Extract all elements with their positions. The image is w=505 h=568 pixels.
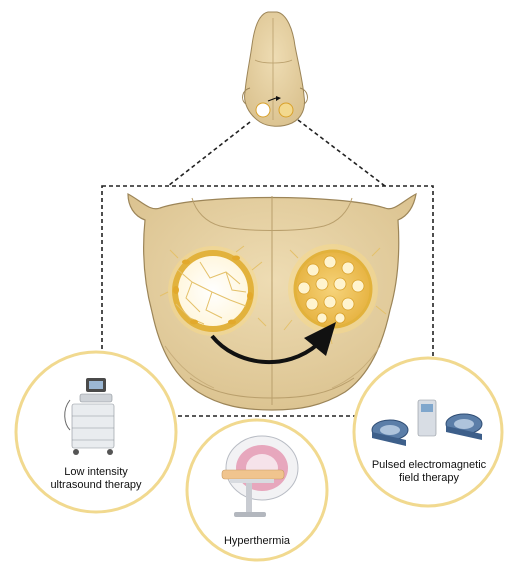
hyperthermia-label: Hyperthermia [197, 535, 317, 548]
ultrasound-label-line1: Low intensity [28, 466, 164, 479]
ultrasound-therapy-label: Low intensity ultrasound therapy [28, 466, 164, 492]
small-skull-icon [243, 12, 308, 126]
zoom-projection-lines [168, 120, 385, 186]
ultrasound-label-line2: ultrasound therapy [28, 479, 164, 492]
pemf-therapy-label: Pulsed electromagnetic field therapy [354, 459, 504, 485]
pemf-label-line2: field therapy [354, 472, 504, 485]
hyperthermia-label-line1: Hyperthermia [197, 535, 317, 548]
pemf-label-line1: Pulsed electromagnetic [354, 459, 504, 472]
